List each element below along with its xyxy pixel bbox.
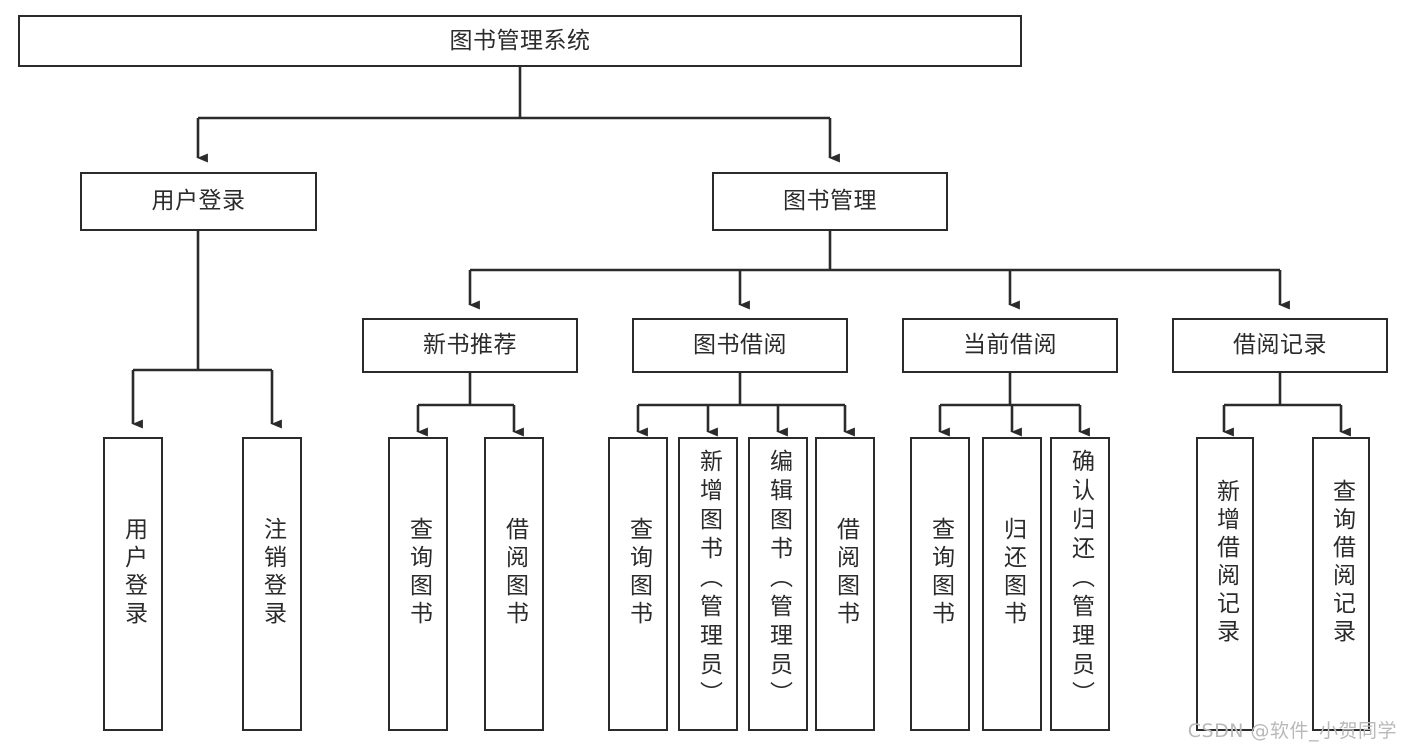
node-current-borrow-label: 当前借阅: [963, 332, 1057, 359]
node-leaf-borrow-book-2[interactable]: 借阅图书: [815, 437, 875, 731]
node-new-book-recommend[interactable]: 新书推荐: [362, 318, 578, 373]
node-book-manage[interactable]: 图书管理: [712, 172, 948, 231]
csdn-watermark: CSDN @软件_小贺同学: [1187, 720, 1397, 742]
node-leaf-user-logout[interactable]: 注销登录: [242, 437, 302, 731]
node-leaf-return-book[interactable]: 归还图书: [982, 437, 1042, 731]
node-leaf-query-record-label: 查询借阅记录: [1328, 479, 1355, 647]
node-leaf-add-record-label: 新增借阅记录: [1212, 479, 1239, 647]
node-book-borrow-label: 图书借阅: [693, 332, 787, 359]
node-book-manage-label: 图书管理: [783, 188, 877, 215]
node-leaf-user-login[interactable]: 用户登录: [103, 437, 163, 731]
node-new-book-recommend-label: 新书推荐: [423, 332, 517, 359]
node-leaf-return-book-label: 归还图书: [999, 517, 1026, 629]
node-borrow-record-label: 借阅记录: [1233, 332, 1327, 359]
node-leaf-add-record[interactable]: 新增借阅记录: [1196, 437, 1254, 731]
node-leaf-query-book-3-label: 查询图书: [927, 517, 954, 629]
node-leaf-user-login-label: 用户登录: [120, 517, 147, 629]
node-leaf-query-book-1[interactable]: 查询图书: [388, 437, 448, 731]
node-leaf-query-book-2[interactable]: 查询图书: [608, 437, 668, 731]
node-leaf-confirm-return-label: 确认归还（管理员）: [1067, 449, 1094, 710]
node-leaf-borrow-book-2-label: 借阅图书: [832, 517, 859, 629]
node-leaf-add-book-label: 新增图书（管理员）: [695, 449, 722, 710]
node-leaf-borrow-book-1[interactable]: 借阅图书: [484, 437, 544, 731]
node-root-label: 图书管理系统: [449, 27, 591, 54]
node-leaf-query-book-1-label: 查询图书: [405, 517, 432, 629]
node-leaf-user-logout-label: 注销登录: [259, 517, 286, 629]
node-borrow-record[interactable]: 借阅记录: [1172, 318, 1388, 373]
node-leaf-query-record[interactable]: 查询借阅记录: [1312, 437, 1370, 731]
node-leaf-query-book-3[interactable]: 查询图书: [910, 437, 970, 731]
node-leaf-confirm-return[interactable]: 确认归还（管理员）: [1050, 437, 1110, 731]
node-leaf-borrow-book-1-label: 借阅图书: [501, 517, 528, 629]
node-user-login[interactable]: 用户登录: [80, 172, 317, 231]
node-leaf-query-book-2-label: 查询图书: [625, 517, 652, 629]
node-root[interactable]: 图书管理系统: [18, 15, 1022, 67]
node-leaf-edit-book-label: 编辑图书（管理员）: [765, 449, 792, 710]
node-current-borrow[interactable]: 当前借阅: [902, 318, 1118, 373]
node-leaf-add-book[interactable]: 新增图书（管理员）: [678, 437, 738, 731]
node-leaf-edit-book[interactable]: 编辑图书（管理员）: [748, 437, 808, 731]
node-book-borrow[interactable]: 图书借阅: [632, 318, 848, 373]
node-user-login-label: 用户登录: [151, 188, 246, 215]
